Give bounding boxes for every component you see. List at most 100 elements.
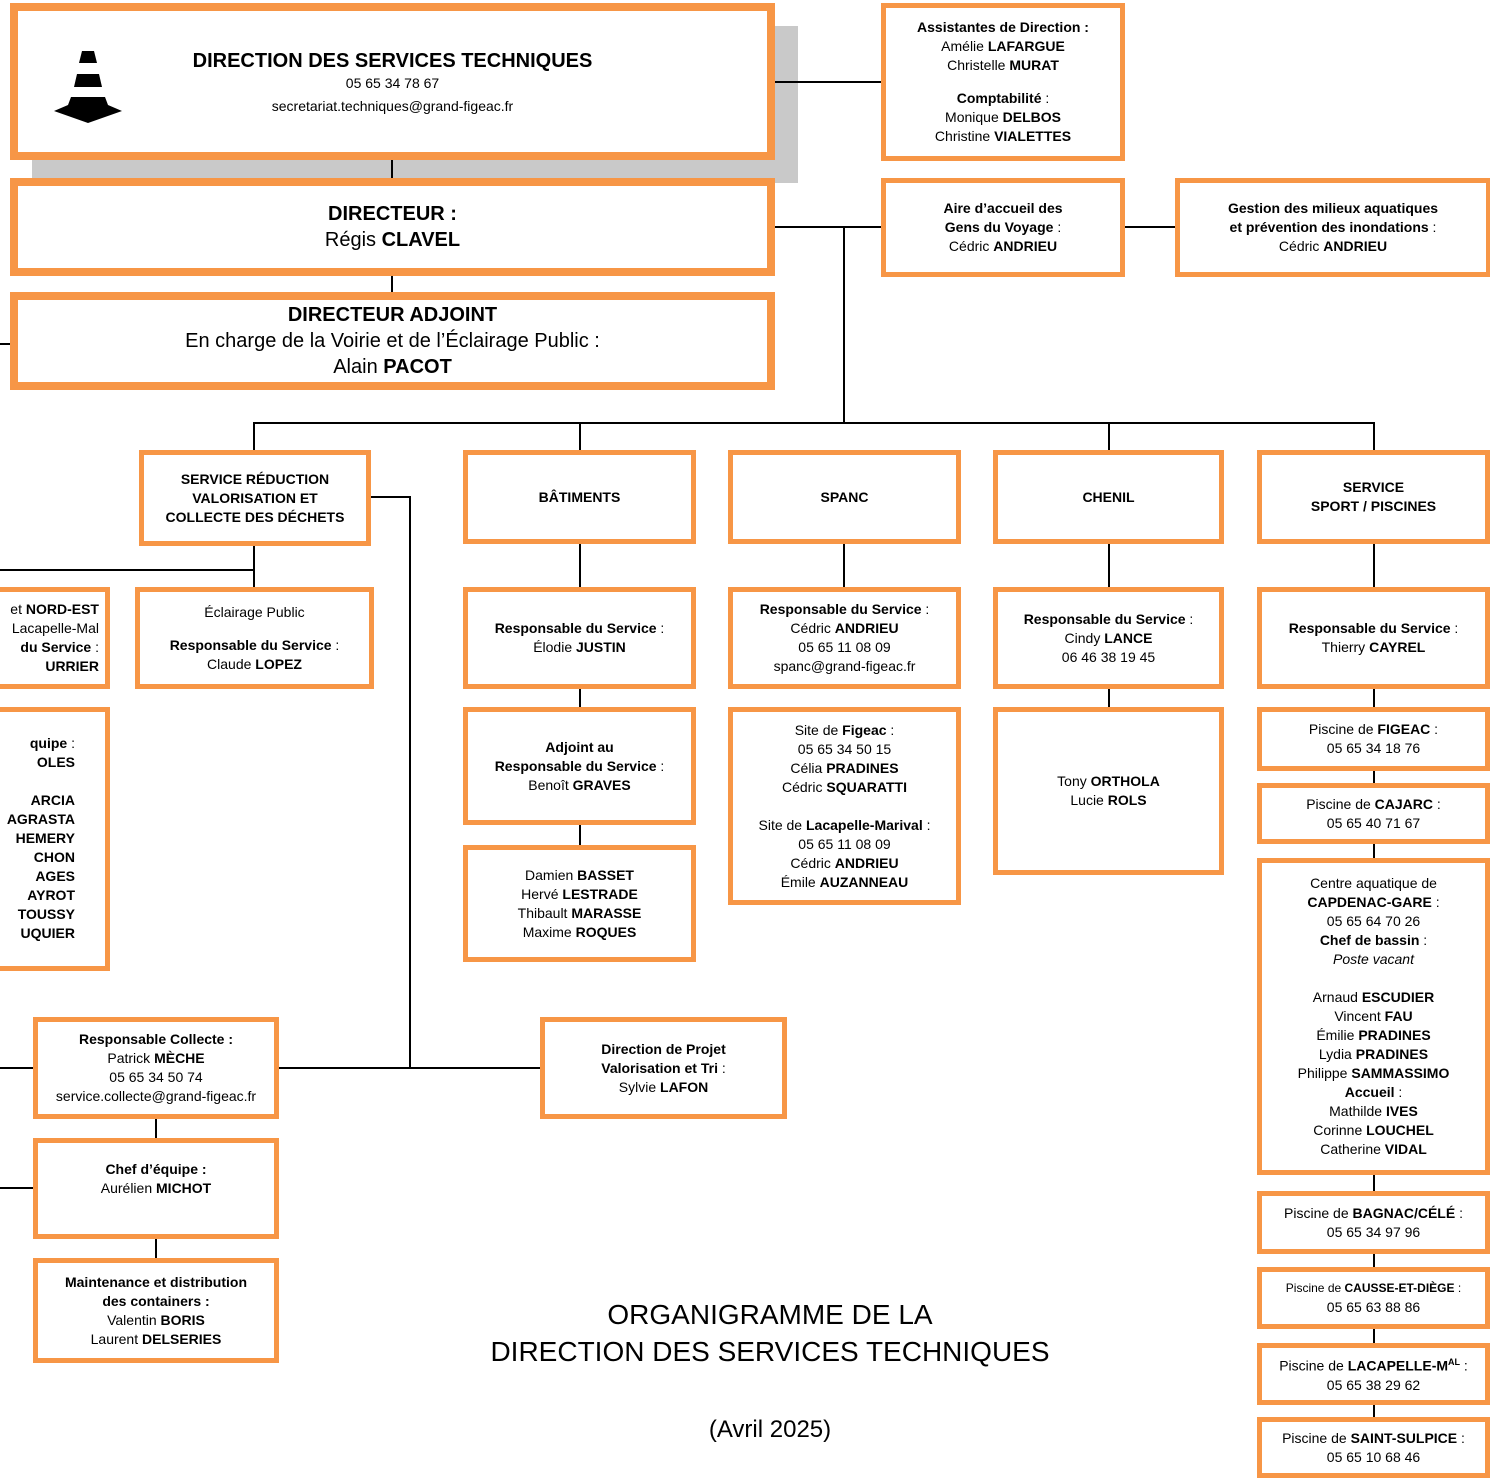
aire-accueil-box: Aire d’accueil des Gens du Voyage : Cédr… [881, 178, 1125, 277]
person-line: Corinne LOUCHEL [1313, 1122, 1434, 1138]
organigramme-date: (Avril 2025) [708, 1416, 832, 1443]
resp-label: Responsable du Service : [759, 601, 930, 617]
chef-label: Chef de bassin : [1319, 932, 1428, 948]
projet-title: Valorisation et Tri : [601, 1059, 726, 1076]
adjoint-label: Responsable du Service : [494, 757, 665, 774]
service-batiments-box: BÂTIMENTS [463, 450, 696, 544]
connector [253, 422, 255, 452]
connector [1373, 769, 1375, 785]
chef-label: Chef d’équipe : [105, 1161, 207, 1177]
resp-label: Responsable du Service : [1023, 610, 1194, 627]
phone: 06 46 38 19 45 [1061, 648, 1156, 665]
directeur-adjoint-box: DIRECTEUR ADJOINT En charge de la Voirie… [10, 292, 775, 390]
person-line: AYROT [27, 887, 75, 903]
person-line: OLES [36, 754, 75, 770]
connector [253, 422, 1375, 424]
connector [391, 274, 393, 294]
connector [0, 343, 12, 345]
resp-label: Responsable Collecte : [78, 1031, 234, 1047]
centre-title: CAPDENAC-GARE : [1307, 894, 1440, 910]
connector [253, 569, 255, 589]
person-line: Laurent DELSERIES [90, 1330, 222, 1347]
phone: 05 65 11 08 09 [798, 835, 891, 852]
comptabilite-title: Comptabilité : [956, 90, 1050, 106]
connector [579, 422, 581, 452]
person-line: Émile AUZANNEAU [780, 873, 909, 890]
person-line: Mathilde IVES [1329, 1103, 1418, 1119]
resp-label: Responsable du Service : [1288, 620, 1459, 636]
piscine-bagnac-box: Piscine de BAGNAC/CÉLÉ : 05 65 34 97 96 [1257, 1191, 1490, 1254]
traffic-cone-icon [54, 51, 122, 123]
chef-value: Poste vacant [1333, 951, 1414, 967]
connector [1108, 687, 1110, 710]
title-line: ORGANIGRAMME DE LA [607, 1299, 933, 1330]
phone: 05 65 63 88 86 [1326, 1299, 1421, 1315]
person-line: Aurélien MICHOT [100, 1180, 212, 1196]
connector [391, 158, 393, 180]
nord-est-box: et NORD-EST Lacapelle-Mal du Service : U… [0, 587, 110, 689]
connector [1373, 687, 1375, 710]
connector [369, 496, 411, 498]
person-line: Cédric SQUARATTI [782, 778, 907, 795]
connector [1373, 1327, 1375, 1345]
centre-title: Centre aquatique de [1310, 875, 1437, 891]
connector [0, 569, 255, 571]
person-line: Cédric ANDRIEU [790, 620, 899, 636]
person-line: Lydia PRADINES [1318, 1046, 1429, 1062]
connector [1108, 542, 1110, 590]
aire-title: Aire d’accueil des [943, 200, 1063, 216]
piscine-figeac-box: Piscine de FIGEAC : 05 65 34 18 76 [1257, 707, 1490, 771]
sport-resp-box: Responsable du Service : Thierry CAYREL [1257, 587, 1490, 689]
connector [155, 1237, 157, 1260]
adjoint-name: Alain PACOT [333, 356, 452, 378]
piscine-title: Piscine de SAINT-SULPICE : [1282, 1429, 1465, 1446]
phone: 05 65 64 70 26 [1326, 913, 1421, 929]
connector [1123, 226, 1177, 228]
eclairage-box: Éclairage Public Responsable du Service … [135, 587, 374, 689]
person-line: Benoît GRAVES [528, 776, 631, 793]
person-line: Émilie PRADINES [1316, 1027, 1431, 1043]
connector [1373, 1403, 1375, 1419]
chef-equipe-box: Chef d’équipe : Aurélien MICHOT [33, 1138, 279, 1239]
person-line: CHON [33, 849, 75, 865]
resp-label: Responsable du Service : [169, 636, 340, 653]
adjoint-label: Adjoint au [545, 738, 614, 755]
person-line: AGES [35, 868, 75, 884]
phone: 05 65 11 08 09 [798, 639, 891, 655]
person-line: AGRASTA [6, 811, 75, 827]
piscine-title: Piscine de FIGEAC : [1308, 721, 1439, 737]
person-line: Cédric ANDRIEU [1278, 238, 1388, 254]
email[interactable]: service.collecte@grand-figeac.fr [55, 1088, 257, 1104]
batiments-resp-box: Responsable du Service : Élodie JUSTIN [463, 587, 696, 689]
connector [155, 1117, 157, 1140]
chenil-resp-box: Responsable du Service : Cindy LANCE 06 … [993, 587, 1224, 689]
resp-label: Responsable du Service : [494, 620, 665, 636]
connector [1108, 422, 1110, 452]
projet-title: Direction de Projet [601, 1040, 726, 1057]
connector [253, 544, 255, 570]
connector [409, 496, 411, 1069]
aire-title: Gens du Voyage : [944, 219, 1062, 235]
service-title: VALORISATION ET [192, 489, 318, 506]
collecte-resp-box: Responsable Collecte : Patrick MÈCHE 05 … [33, 1017, 279, 1119]
direction-email[interactable]: secretariat.techniques@grand-figeac.fr [271, 97, 514, 114]
piscine-lacapelle-box: Piscine de LACAPELLE-MAL : 05 65 38 29 6… [1257, 1343, 1490, 1405]
assistantes-title: Assistantes de Direction : [917, 19, 1089, 35]
direction-title: DIRECTION DES SERVICES TECHNIQUES [192, 49, 593, 72]
equipe-title: quipe : [29, 735, 75, 751]
nordest-line: URRIER [45, 658, 99, 674]
piscine-title: Piscine de CAUSSE-ET-DIÈGE : [1285, 1281, 1462, 1295]
maintenance-title: des containers : [102, 1292, 210, 1309]
email[interactable]: spanc@grand-figeac.fr [773, 658, 916, 674]
piscine-stsulpice-box: Piscine de SAINT-SULPICE : 05 65 10 68 4… [1257, 1417, 1490, 1478]
title-line: DIRECTION DES SERVICES TECHNIQUES [490, 1336, 1050, 1367]
connector [843, 542, 845, 590]
connector [1373, 1173, 1375, 1193]
person-line: UQUIER [20, 925, 75, 941]
service-title: CHENIL [1082, 488, 1135, 505]
